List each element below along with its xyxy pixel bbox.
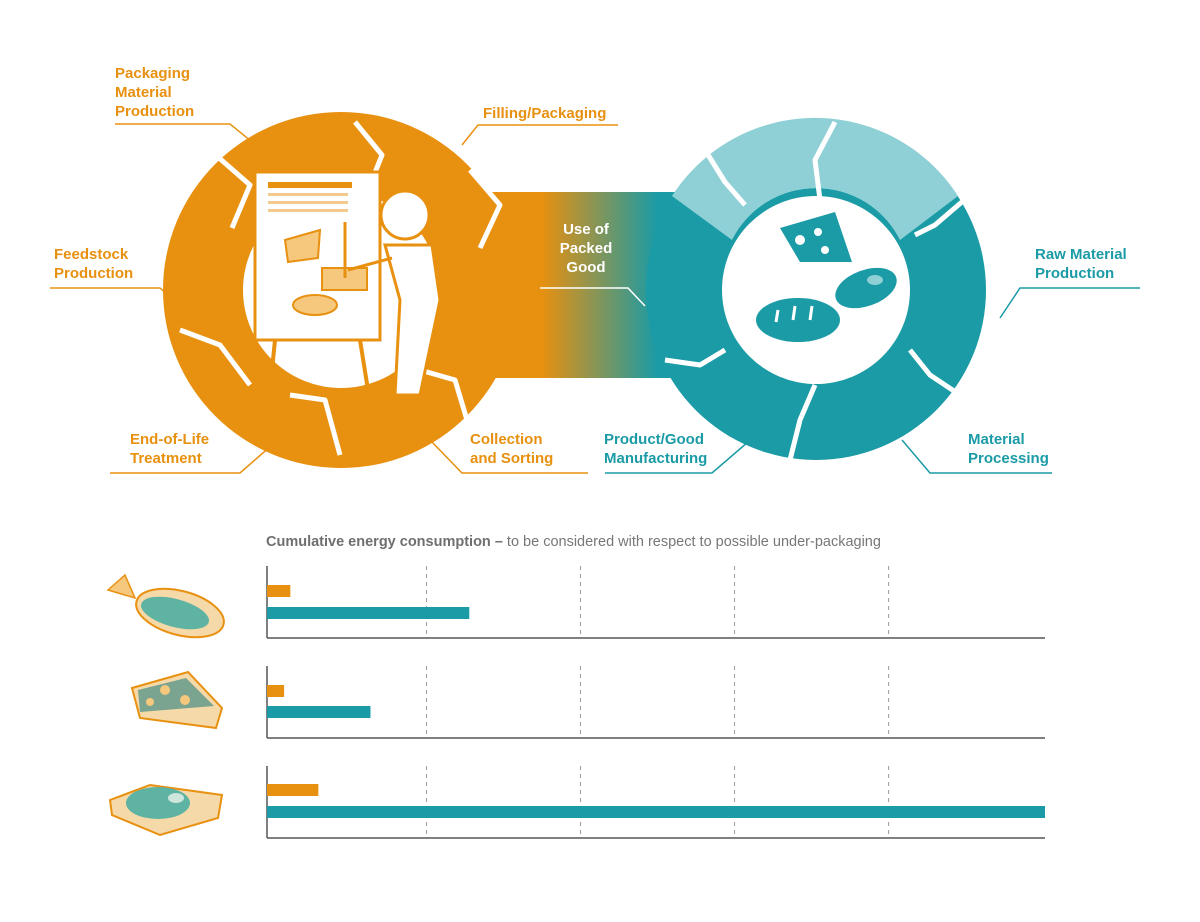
label-filling-packaging: Filling/Packaging xyxy=(483,105,607,122)
chart-title: Cumulative energy consumption – to be co… xyxy=(266,534,881,550)
label-feedstock-production: Feedstock Production xyxy=(54,246,134,282)
bar-teal-meat xyxy=(267,806,1045,818)
energy-chart xyxy=(266,566,1045,839)
chart-title-bold: Cumulative energy consumption – xyxy=(266,534,503,550)
label-use-of-packed-good: Use of Packed Good xyxy=(559,221,613,276)
label-raw-material-production: Raw Material Production xyxy=(1035,246,1127,282)
packaged-cheese-icon xyxy=(130,670,224,730)
label-end-of-life-treatment: End-of-Life Treatment xyxy=(130,431,210,467)
packaged-bread-icon xyxy=(106,573,225,639)
label-product-good-manufacturing: Product/Good Manufacturing xyxy=(604,431,708,467)
bar-teal-cheese xyxy=(267,706,371,718)
presenter-illustration xyxy=(253,170,442,397)
bar-orange-meat xyxy=(267,784,319,796)
chart-title-rest: to be considered with respect to possibl… xyxy=(502,534,881,550)
label-packaging-material-production: Packaging Material Production xyxy=(115,65,195,120)
leader-lines xyxy=(50,123,1140,474)
food-illustration xyxy=(756,212,897,342)
bar-orange-bread xyxy=(267,585,291,597)
label-collection-and-sorting: Collection and Sorting xyxy=(470,431,554,467)
packaged-meat-icon xyxy=(108,783,224,837)
bar-orange-cheese xyxy=(267,685,285,697)
label-material-processing: Material Processing xyxy=(968,431,1049,467)
bar-teal-bread xyxy=(267,607,470,619)
product-cycle xyxy=(646,117,986,461)
